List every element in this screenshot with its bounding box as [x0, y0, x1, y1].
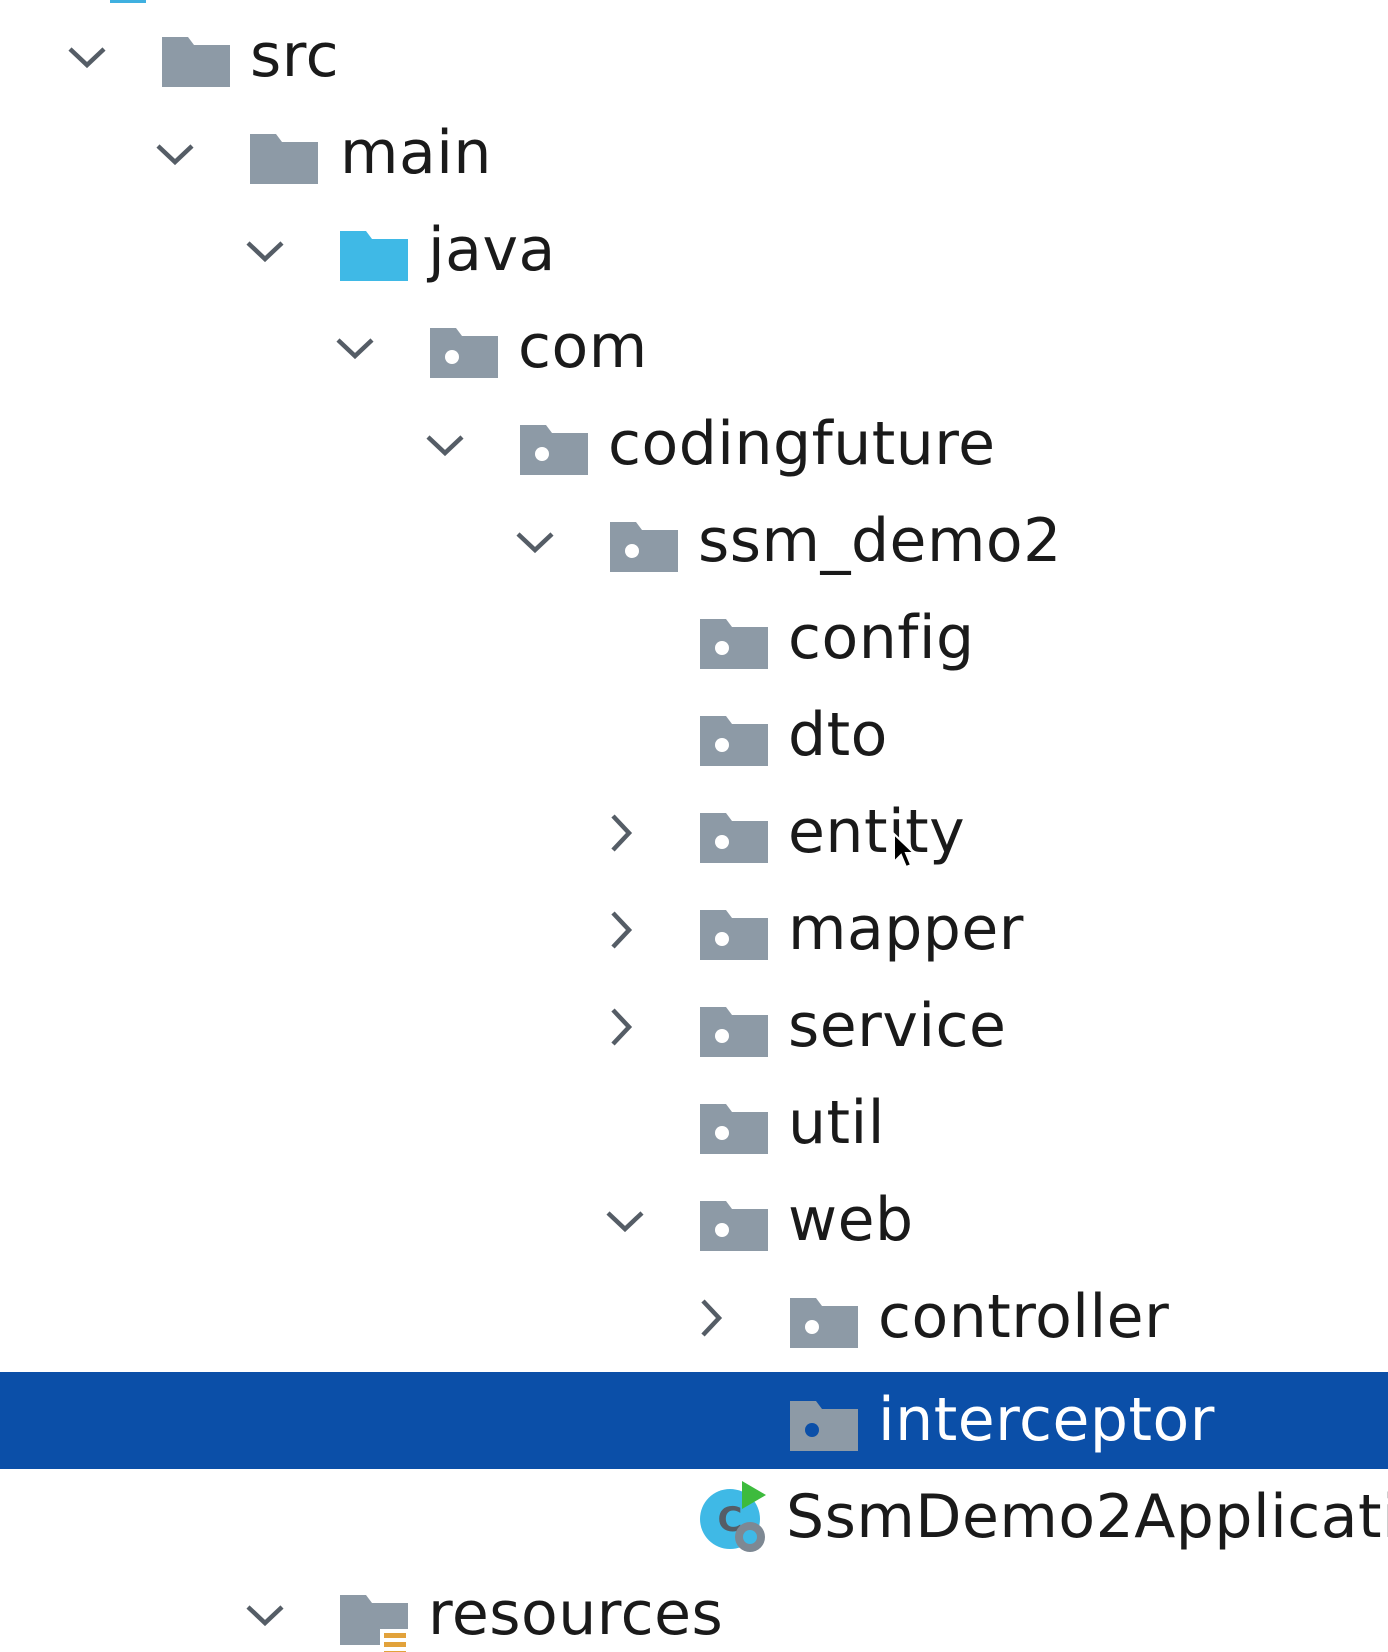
tree-item-label: com: [518, 312, 648, 382]
tree-item-config[interactable]: config: [0, 590, 1388, 687]
tree-item-interceptor[interactable]: interceptor: [0, 1372, 1388, 1469]
folder-icon: [160, 33, 232, 89]
package-icon: [518, 421, 590, 477]
tree-item-ssmdemo2application[interactable]: C SsmDemo2Applicati: [0, 1469, 1388, 1566]
tree-item-ssm-demo2[interactable]: ssm_demo2: [0, 493, 1388, 590]
tree-item-label: web: [788, 1185, 914, 1255]
chevron-down-icon[interactable]: [420, 420, 470, 470]
chevron-right-icon[interactable]: [596, 1002, 646, 1052]
tree-item-controller[interactable]: controller: [0, 1269, 1388, 1366]
package-icon: [698, 1003, 770, 1059]
package-icon: [698, 809, 770, 865]
tree-item-label: controller: [878, 1282, 1170, 1352]
spring-boot-application-class-icon: C: [696, 1479, 772, 1555]
chevron-down-icon[interactable]: [240, 1590, 290, 1640]
resources-folder-icon: [338, 1591, 410, 1652]
chevron-down-icon[interactable]: [330, 323, 380, 373]
package-icon: [788, 1397, 860, 1453]
tree-item-util[interactable]: util: [0, 1075, 1388, 1172]
tree-item-java[interactable]: java: [0, 202, 1388, 299]
chevron-right-icon[interactable]: [596, 905, 646, 955]
tree-item-label: interceptor: [878, 1385, 1215, 1455]
tree-item-resources[interactable]: resources: [0, 1566, 1388, 1652]
source-root-folder-icon: [338, 227, 410, 283]
package-icon: [788, 1294, 860, 1350]
chevron-down-icon[interactable]: [600, 1196, 650, 1246]
tree-item-web[interactable]: web: [0, 1172, 1388, 1269]
package-icon: [698, 1100, 770, 1156]
tree-item-label: dto: [788, 700, 888, 770]
tree-item-service[interactable]: service: [0, 978, 1388, 1075]
tree-item-main[interactable]: main: [0, 105, 1388, 202]
chevron-down-icon[interactable]: [62, 32, 112, 82]
folder-icon: [248, 130, 320, 186]
package-icon: [698, 1197, 770, 1253]
tree-item-mapper[interactable]: mapper: [0, 881, 1388, 978]
partial-row-above: [110, 0, 146, 3]
tree-item-label: src: [250, 21, 340, 91]
tree-item-codingfuture[interactable]: codingfuture: [0, 396, 1388, 493]
package-icon: [698, 615, 770, 671]
tree-item-label: main: [340, 118, 492, 188]
tree-item-label: util: [788, 1088, 885, 1158]
tree-item-label: SsmDemo2Applicati: [786, 1482, 1388, 1552]
package-icon: [608, 518, 680, 574]
tree-item-label: java: [428, 215, 556, 285]
tree-item-label: entity: [788, 797, 966, 867]
tree-item-label: service: [788, 991, 1007, 1061]
tree-item-label: resources: [428, 1579, 724, 1649]
package-icon: [698, 712, 770, 768]
package-icon: [698, 906, 770, 962]
chevron-right-icon[interactable]: [596, 808, 646, 858]
tree-item-label: config: [788, 603, 975, 673]
chevron-right-icon[interactable]: [686, 1293, 736, 1343]
chevron-down-icon[interactable]: [240, 226, 290, 276]
chevron-down-icon[interactable]: [510, 517, 560, 567]
tree-item-entity[interactable]: entity: [0, 784, 1388, 881]
tree-item-dto[interactable]: dto: [0, 687, 1388, 784]
tree-item-src[interactable]: src: [0, 8, 1388, 105]
mouse-cursor-icon: [892, 831, 917, 870]
package-icon: [428, 324, 500, 380]
tree-item-label: mapper: [788, 894, 1024, 964]
chevron-down-icon[interactable]: [150, 129, 200, 179]
tree-item-label: ssm_demo2: [698, 506, 1062, 576]
tree-item-com[interactable]: com: [0, 299, 1388, 396]
tree-item-label: codingfuture: [608, 409, 996, 479]
